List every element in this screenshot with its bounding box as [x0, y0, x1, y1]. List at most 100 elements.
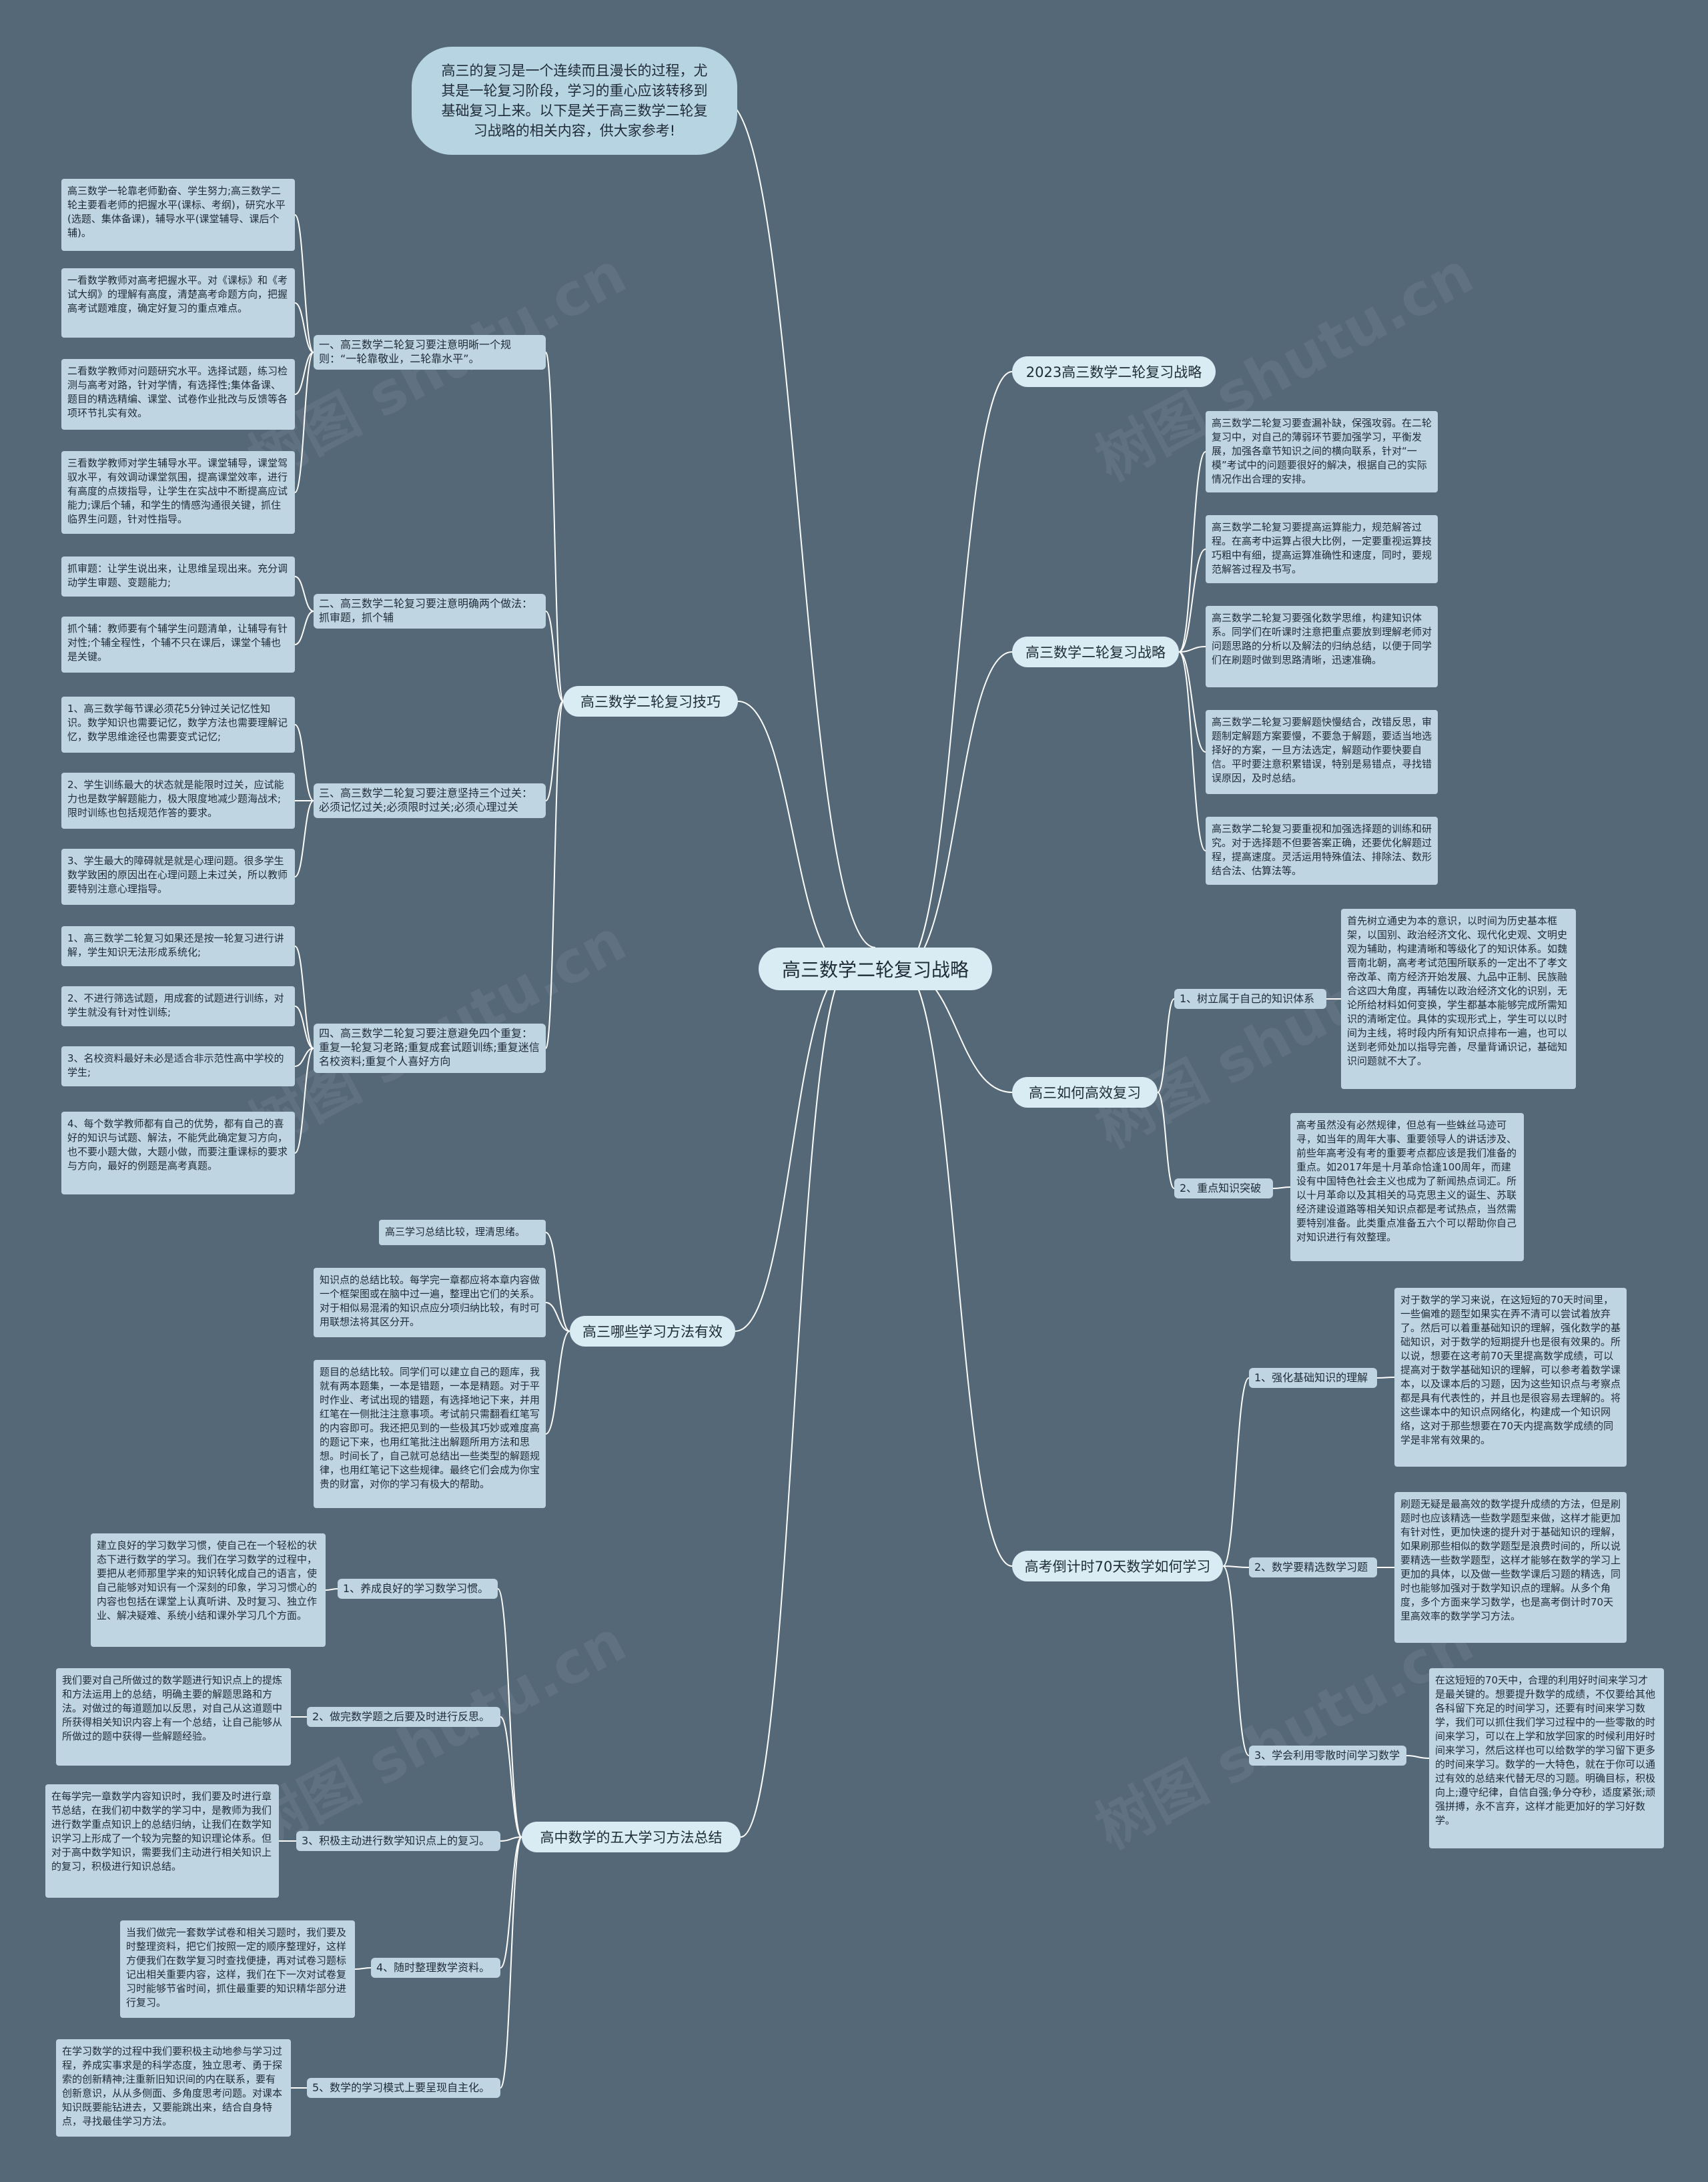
techniques-leaf: 三看数学教师对学生辅导水平。课堂辅导，课堂驾驭水平，有效调动课堂氛围，提高课堂效… [61, 451, 295, 534]
connector-line [294, 214, 314, 353]
topic-five-study-methods[interactable]: 高中数学的五大学习方法总结 [522, 1822, 741, 1852]
root-topic[interactable]: 高三数学二轮复习战略 [759, 948, 992, 990]
connector-line [1178, 651, 1206, 753]
connector-line [1178, 549, 1206, 653]
techniques-leaf: 抓个辅：教师要有个辅学生问题清单，让辅导有针对性;个辅全程性，个辅不只在课后，课… [61, 617, 295, 673]
connector-line [294, 1048, 314, 1154]
connector-line [1406, 1755, 1430, 1759]
connector-line [1157, 998, 1175, 1093]
techniques-leaf: 二看数学教师对问题研究水平。选择试题，练习检测与高考对路，针对学情，有选择性;集… [61, 359, 295, 430]
techniques-leaf: 1、高三数学每节课必须花5分钟过关记忆性知识。数学知识也需要记忆，数学方法也需要… [61, 697, 295, 753]
connector-line [545, 1302, 570, 1332]
connector-line [1178, 451, 1206, 653]
techniques-group[interactable]: 二、高三数学二轮复习要注意明确两个做法：抓审题，抓个辅 [314, 594, 546, 629]
strategy-leaf: 高三数学二轮复习要解题快慢结合，改错反思，审题制定解题方案要慢，不要急于解题，要… [1206, 710, 1438, 794]
connector-line [294, 800, 314, 877]
connector-line [545, 352, 564, 702]
methods-leaf: 知识点的总结比较。每学完一章都应将本章内容做一个框架图或在脑中过一遍，整理出它们… [314, 1268, 546, 1337]
connector-line [354, 1967, 372, 1970]
strategy-leaf: 高三数学二轮复习要重视和加强选择题的训练和研究。对于选择题不但要答案正确，还要优… [1206, 817, 1438, 885]
connector-line [737, 701, 849, 970]
connector-line [1178, 646, 1206, 653]
connector-line [500, 1716, 522, 1838]
methods-leaf: 题目的总结比较。同学们可以建立自己的题库，我就有两本题集，一本是错题，一本是精题… [314, 1360, 546, 1508]
connector-line [1157, 1092, 1175, 1189]
connector-line [294, 611, 314, 645]
five-sub[interactable]: 1、养成良好的学习数学习惯。 [338, 1579, 498, 1599]
five-leaf: 在每学完一章数学内容知识时，我们要及时进行章节总结，在我们初中数学的学习中，是教… [45, 1784, 279, 1898]
techniques-group[interactable]: 一、高三数学二轮复习要注意明晰一个规则：“一轮靠敬业，二轮靠水平”。 [314, 335, 546, 370]
efficient-sub[interactable]: 1、树立属于自己的知识体系 [1174, 989, 1326, 1009]
connector-line [901, 968, 1013, 1567]
techniques-leaf: 2、学生训练最大的状态就是能限时过关，应试能力也是数学解题能力，极大限度地减少题… [61, 773, 295, 829]
topic-2023-strategy[interactable]: 2023高三数学二轮复习战略 [1012, 356, 1216, 387]
techniques-leaf: 1、高三数学二轮复习如果还是按一轮复习进行讲解，学生知识无法形成系统化; [61, 926, 295, 966]
connector-line [545, 701, 564, 1049]
connector-line [294, 1006, 314, 1049]
countdown-leaf: 在这短短的70天中，合理的利用好时间来学习才是最关键的。想要提升数学的成绩，不仅… [1429, 1668, 1664, 1848]
strategy-leaf: 高三数学二轮复习要提高运算能力，规范解答过程。在高考中运算占很大比例，一定要重视… [1206, 515, 1438, 583]
connector-line [294, 352, 314, 395]
connector-line [1222, 1565, 1250, 1756]
connector-line [545, 1331, 570, 1435]
connector-line [1376, 1377, 1395, 1379]
connector-line [294, 724, 314, 801]
strategy-leaf: 高三数学二轮复习要查漏补缺，保强攻弱。在二轮复习中，对自己的薄弱环节要加强学习，… [1206, 411, 1438, 492]
topic-effective-methods[interactable]: 高三哪些学习方法有效 [570, 1316, 735, 1347]
techniques-group[interactable]: 三、高三数学二轮复习要注意坚持三个过关：必须记忆过关;必须限时过关;必须心理过关 [314, 783, 546, 818]
connector-line [901, 651, 1013, 970]
five-leaf: 我们要对自己所做过的数学题进行知识点上的提炼和方法运用上的总结，明确主要的解题思… [56, 1668, 291, 1766]
connector-line [901, 371, 1013, 970]
countdown-leaf: 对于数学的学习来说，在这短短的70天时间里，一些偏难的题型如果实在弄不清可以尝试… [1394, 1288, 1627, 1467]
connector-line [1178, 651, 1206, 851]
intro-bubble[interactable]: 高三的复习是一个连续而且漫长的过程，尤其是一轮复习阶段，学习的重心应该转移到基础… [412, 47, 737, 155]
countdown-sub[interactable]: 3、学会利用零散时间学习数学 [1249, 1746, 1406, 1766]
connector-line [740, 968, 849, 1838]
efficient-sub[interactable]: 2、重点知识突破 [1174, 1178, 1273, 1198]
topic-efficient-review[interactable]: 高三如何高效复习 [1012, 1077, 1158, 1108]
techniques-leaf: 高三数学一轮靠老师勤奋、学生努力;高三数学二轮主要看老师的把握水平(课标、考纲)… [61, 179, 295, 251]
strategy-leaf: 高三数学二轮复习要强化数学思维，构建知识体系。同学们在听课时注意把重点要放到理解… [1206, 606, 1438, 687]
connector-line [325, 1588, 338, 1591]
countdown-sub[interactable]: 1、强化基础知识的理解 [1249, 1368, 1377, 1388]
connector-line [294, 1048, 314, 1067]
countdown-leaf: 刷题无疑是最高效的数学提升成绩的方法，但是刷题时也应该精选一些数学题型来做，这样… [1394, 1492, 1627, 1643]
techniques-leaf: 抓审题：让学生说出来，让思维呈现出来。充分调动学生审题、变题能力; [61, 557, 295, 597]
techniques-leaf: 3、学生最大的障碍就是就是心理问题。很多学生数学致困的原因出在心理问题上未过关，… [61, 849, 295, 905]
connector-line [294, 302, 314, 353]
connector-line [500, 1836, 522, 1842]
connector-line [294, 576, 314, 612]
five-leaf: 在学习数学的过程中我们要积极主动地参与学习过程，养成实事求是的科学态度，独立思考… [56, 2039, 291, 2137]
topic-review-strategy[interactable]: 高三数学二轮复习战略 [1012, 637, 1179, 667]
connector-line [294, 946, 314, 1049]
connector-line [294, 352, 314, 493]
connector-line [1222, 1565, 1250, 1568]
techniques-leaf: 4、每个数学教师都有自己的优势，都有自己的喜好的知识与试题、解法，不能凭此确定复… [61, 1112, 295, 1194]
techniques-leaf: 一看数学教师对高考把握水平。对《课标》和《考试大纲》的理解有高度，清楚高考命题方… [61, 268, 295, 338]
five-sub[interactable]: 2、做完数学题之后要及时进行反思。 [307, 1707, 500, 1727]
five-sub[interactable]: 3、积极主动进行数学知识点上的复习。 [296, 1831, 500, 1851]
efficient-leaf: 首先树立通史为本的意识，以时间为历史基本框架，以国别、政治经济文化、现代化史观、… [1341, 909, 1576, 1089]
connector-line [723, 100, 876, 948]
connector-line [500, 1836, 522, 2089]
countdown-sub[interactable]: 2、数学要精选数学习题 [1249, 1557, 1377, 1577]
methods-leaf: 高三学习总结比较，理清思绪。 [379, 1220, 546, 1245]
five-sub[interactable]: 4、随时整理数学资料。 [371, 1958, 500, 1978]
connector-line [735, 968, 849, 1332]
techniques-group[interactable]: 四、高三数学二轮复习要注意避免四个重复：重复一轮复习老路;重复成套试题训练;重复… [314, 1024, 546, 1073]
connector-line [500, 1836, 522, 1968]
five-leaf: 当我们做完一套数学试卷和相关习题时，我们要及时整理资料，把它们按照一定的顺序整理… [120, 1920, 355, 2018]
connector-line [497, 1588, 522, 1838]
connector-line [545, 1232, 570, 1332]
techniques-leaf: 2、不进行筛选试题，用成套的试题进行训练，对学生就没有针对性训练; [61, 986, 295, 1026]
connector-line [545, 611, 564, 702]
connector-line [1222, 1377, 1250, 1567]
techniques-leaf: 3、名校资料最好未必是适合非示范性高中学校的学生; [61, 1046, 295, 1086]
connector-line [545, 701, 564, 801]
topic-review-techniques[interactable]: 高三数学二轮复习技巧 [563, 686, 738, 717]
efficient-leaf: 高考虽然没有必然规律，但总有一些蛛丝马迹可寻，如当年的周年大事、重要领导人的讲话… [1290, 1113, 1524, 1261]
five-sub[interactable]: 5、数学的学习模式上要呈现自主化。 [307, 2078, 500, 2098]
five-leaf: 建立良好的学习数学习惯，使自己在一个轻松的状态下进行数学的学习。我们在学习数学的… [91, 1533, 326, 1647]
topic-70-day-countdown[interactable]: 高考倒计时70天数学如何学习 [1012, 1551, 1223, 1581]
